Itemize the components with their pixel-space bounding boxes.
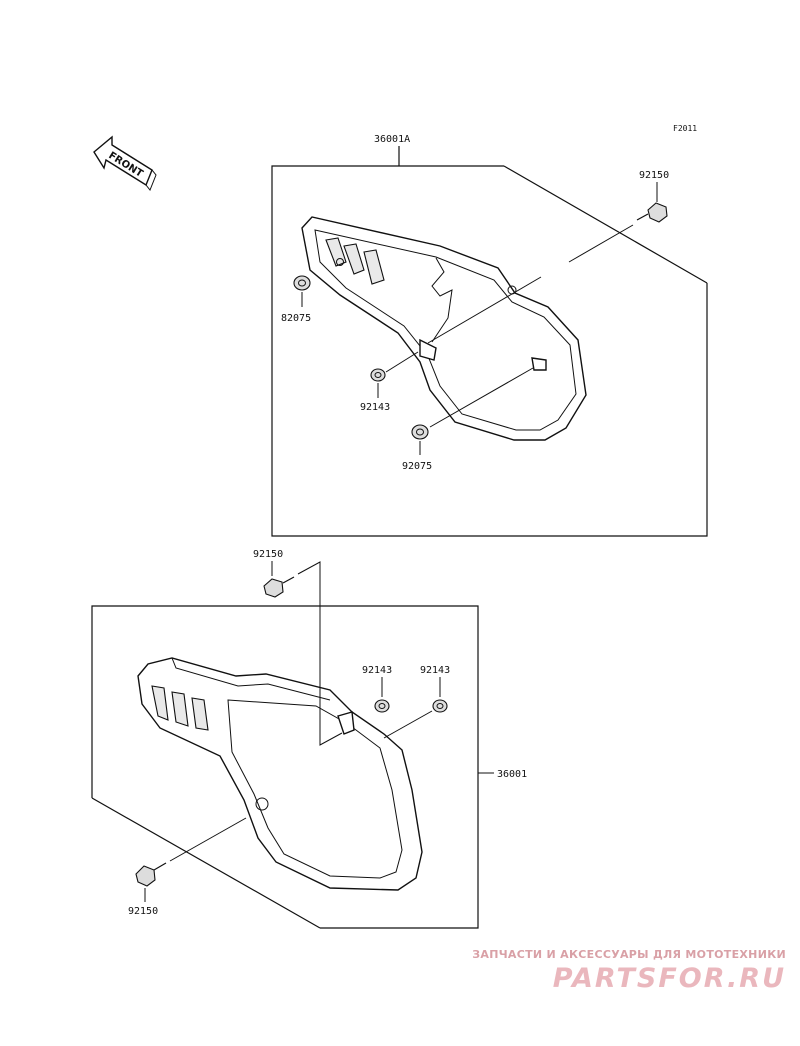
figure-code: F2011 (673, 124, 697, 133)
lower-bolt-bottom-label: 92150 (128, 906, 158, 917)
lower-nut-left-label: 92143 (362, 665, 392, 676)
lower-assembly: 36001 92150 92143 92143 (91, 549, 527, 929)
upper-grommet-82075-icon (293, 275, 311, 291)
front-arrow-icon: FRONT (93, 135, 157, 191)
upper-frame-box (271, 165, 708, 537)
upper-grommet-92075-icon (411, 424, 429, 440)
upper-vent-slot-3 (363, 249, 385, 285)
upper-grommet-bottom-label: 92075 (402, 461, 432, 472)
lower-nut-left-92143-icon (374, 699, 390, 713)
upper-grommet-top-label: 82075 (281, 313, 311, 324)
lower-vent-slot-1 (151, 685, 169, 721)
lower-frame-box (91, 605, 479, 929)
upper-assembly-number: 36001A (374, 134, 410, 145)
lower-bolt-top-label: 92150 (253, 549, 283, 560)
upper-side-cover (301, 216, 587, 441)
watermark: ЗАПЧАСТИ И АКСЕССУАРЫ ДЛЯ МОТОТЕХНИКИ PA… (472, 948, 786, 994)
upper-nut-label: 92143 (360, 402, 390, 413)
lower-bolt-top-92150-icon (263, 576, 295, 598)
lower-nut-right-label: 92143 (420, 665, 450, 676)
lower-vent-slot-2 (171, 691, 189, 727)
upper-vent-slot-2 (343, 243, 365, 275)
upper-bolt-92150-icon (636, 202, 668, 223)
lower-nut-right-92143-icon (432, 699, 448, 713)
upper-assembly: 36001A 92150 82075 (271, 134, 708, 537)
upper-bolt-label: 92150 (639, 170, 669, 181)
upper-nut-92143-icon (370, 368, 386, 382)
lower-vent-slot-3 (191, 697, 209, 731)
watermark-logo: PARTSFOR.RU (552, 963, 786, 994)
lower-bolt-bottom-92150-icon (135, 862, 167, 887)
watermark-subtitle: ЗАПЧАСТИ И АКСЕССУАРЫ ДЛЯ МОТОТЕХНИКИ (472, 948, 786, 961)
lower-assembly-number: 36001 (497, 769, 527, 780)
